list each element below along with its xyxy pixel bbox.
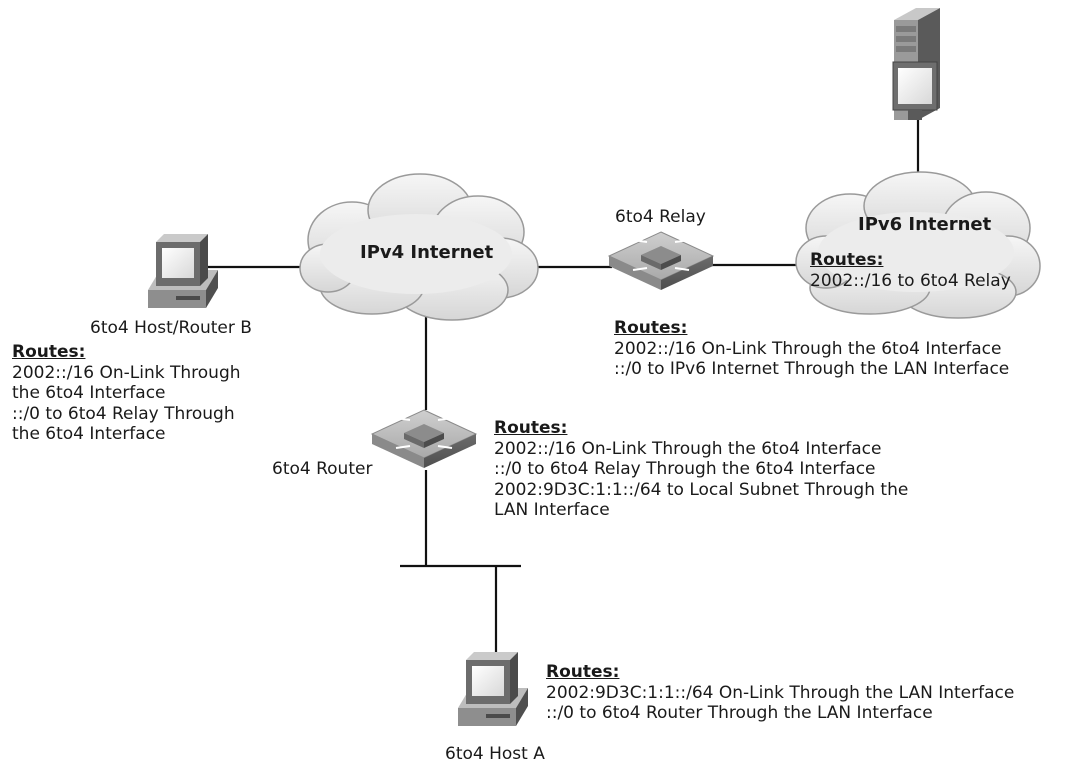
relay-label: 6to4 Relay: [615, 207, 706, 227]
workstation-b-icon: [148, 234, 218, 308]
host-router-b-label: 6to4 Host/Router B: [90, 318, 252, 338]
relay-router-icon: [607, 231, 715, 290]
route-line: the 6to4 Interface: [12, 383, 166, 403]
routes-header: Routes:: [12, 342, 86, 362]
route-line: ::/0 to 6to4 Relay Through: [12, 403, 235, 424]
routes-relay: Routes: 2002::/16 On-Link Through the 6t…: [614, 318, 1009, 380]
workstation-a-icon: [458, 652, 528, 726]
route-line: ::/0 to IPv6 Internet Through the LAN In…: [614, 359, 1010, 379]
route-line: the 6to4 Interface: [12, 424, 166, 444]
routes-host-router-b: Routes: 2002::/16 On-Link Through the 6t…: [12, 342, 241, 445]
routes-ipv6-internet: Routes: 2002::/16 to 6to4 Relay: [810, 250, 1011, 291]
route-line: LAN Interface: [494, 500, 610, 520]
route-line: 2002::/16 On-Link Through the 6to4 Inter…: [494, 438, 882, 459]
route-line: 2002::/16 On-Link Through the 6to4 Inter…: [614, 338, 1002, 359]
router-icon: [370, 409, 478, 468]
routes-router: Routes: 2002::/16 On-Link Through the 6t…: [494, 418, 908, 521]
routes-header: Routes:: [614, 318, 688, 338]
server-icon: [892, 8, 940, 120]
route-line: ::/0 to 6to4 Router Through the LAN Inte…: [546, 703, 933, 723]
router-label: 6to4 Router: [272, 459, 373, 479]
ipv6-internet-label: IPv6 Internet: [858, 214, 992, 235]
host-a-label: 6to4 Host A: [445, 744, 545, 764]
routes-header: Routes:: [494, 418, 568, 438]
ipv4-internet-label: IPv4 Internet: [360, 242, 494, 263]
routes-header: Routes:: [546, 662, 620, 682]
routes-header: Routes:: [810, 250, 884, 270]
route-line: 2002:9D3C:1:1::/64 On-Link Through the L…: [546, 682, 1015, 703]
route-line: 2002:9D3C:1:1::/64 to Local Subnet Throu…: [494, 479, 909, 500]
route-line: 2002::/16 On-Link Through: [12, 362, 241, 383]
route-line: ::/0 to 6to4 Relay Through the 6to4 Inte…: [494, 459, 876, 479]
routes-host-a: Routes: 2002:9D3C:1:1::/64 On-Link Throu…: [546, 662, 1014, 724]
route-line: 2002::/16 to 6to4 Relay: [810, 270, 1011, 291]
